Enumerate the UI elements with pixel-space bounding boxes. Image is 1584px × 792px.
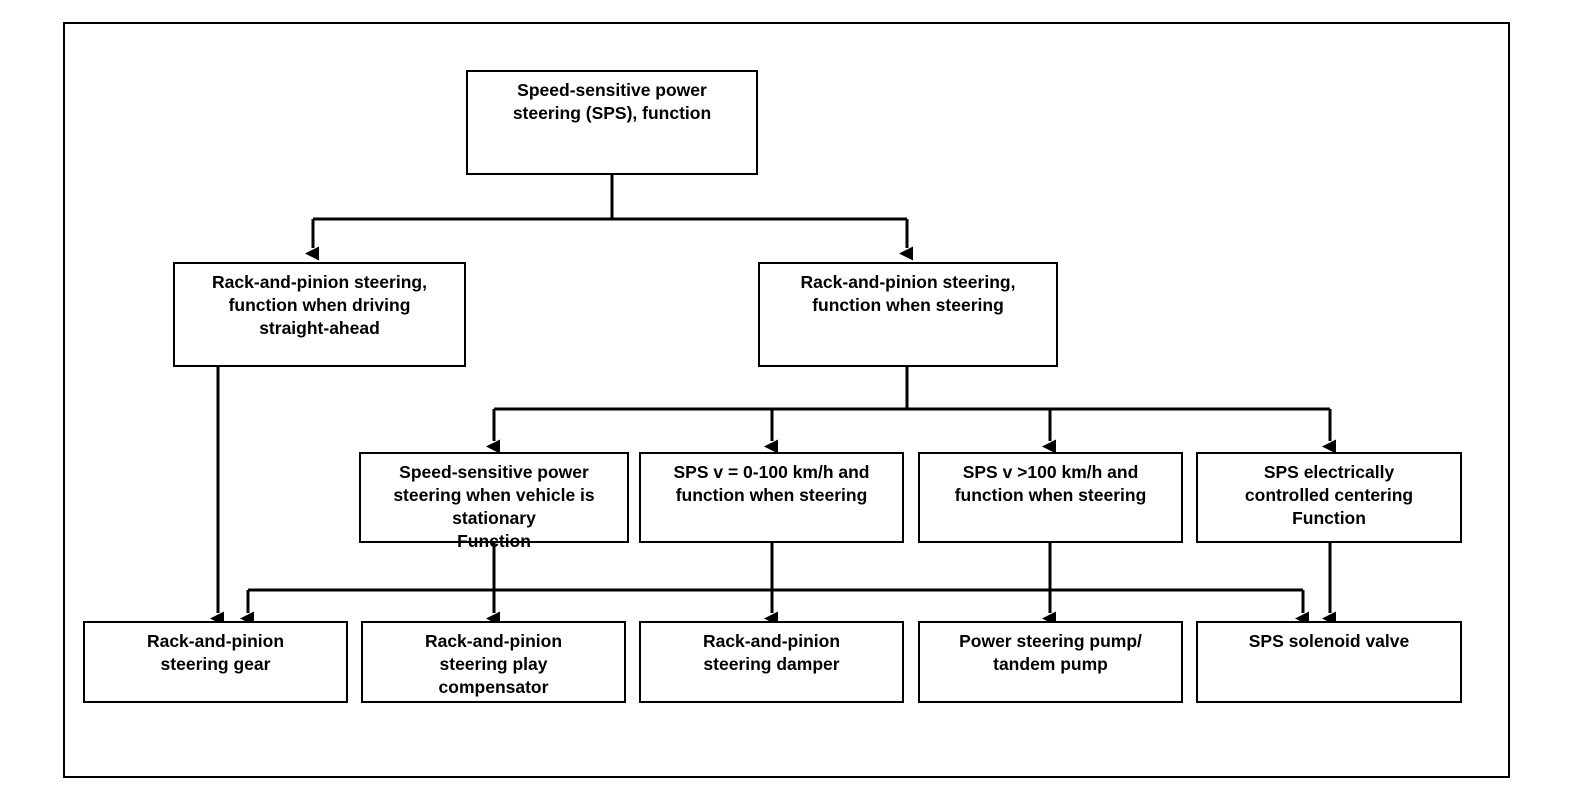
node-play-compensator[interactable]: Rack-and-pinion steering play compensato… [361,621,626,703]
node-straight-ahead[interactable]: Rack-and-pinion steering, function when … [173,262,466,367]
node-sps-0-100[interactable]: SPS v = 0-100 km/h and function when ste… [639,452,904,543]
node-sps-centering[interactable]: SPS electrically controlled centering Fu… [1196,452,1462,543]
node-sps-centering-label: SPS electrically controlled centering Fu… [1244,462,1414,528]
node-steering-gear[interactable]: Rack-and-pinion steering gear [83,621,348,703]
node-root-label: Speed-sensitive power steering (SPS), fu… [512,80,712,123]
node-power-steering-pump[interactable]: Power steering pump/ tandem pump [918,621,1183,703]
node-power-steering-pump-label: Power steering pump/ tandem pump [959,631,1142,674]
node-steering[interactable]: Rack-and-pinion steering, function when … [758,262,1058,367]
node-sps-over-100-label: SPS v >100 km/h and function when steeri… [954,462,1147,505]
node-straight-ahead-label: Rack-and-pinion steering, function when … [212,272,427,338]
node-sps-0-100-label: SPS v = 0-100 km/h and function when ste… [673,462,870,505]
node-sps-solenoid-valve[interactable]: SPS solenoid valve [1196,621,1462,703]
node-steering-damper-label: Rack-and-pinion steering damper [702,631,841,674]
node-steering-damper[interactable]: Rack-and-pinion steering damper [639,621,904,703]
node-steering-label: Rack-and-pinion steering, function when … [800,272,1016,315]
node-root[interactable]: Speed-sensitive power steering (SPS), fu… [466,70,758,175]
node-play-compensator-label: Rack-and-pinion steering play compensato… [424,631,563,697]
node-sps-over-100[interactable]: SPS v >100 km/h and function when steeri… [918,452,1183,543]
node-steering-gear-label: Rack-and-pinion steering gear [146,631,285,674]
node-stationary-label: Speed-sensitive power steering when vehi… [393,462,595,551]
node-stationary[interactable]: Speed-sensitive power steering when vehi… [359,452,629,551]
node-sps-solenoid-valve-label: SPS solenoid valve [1248,631,1410,651]
